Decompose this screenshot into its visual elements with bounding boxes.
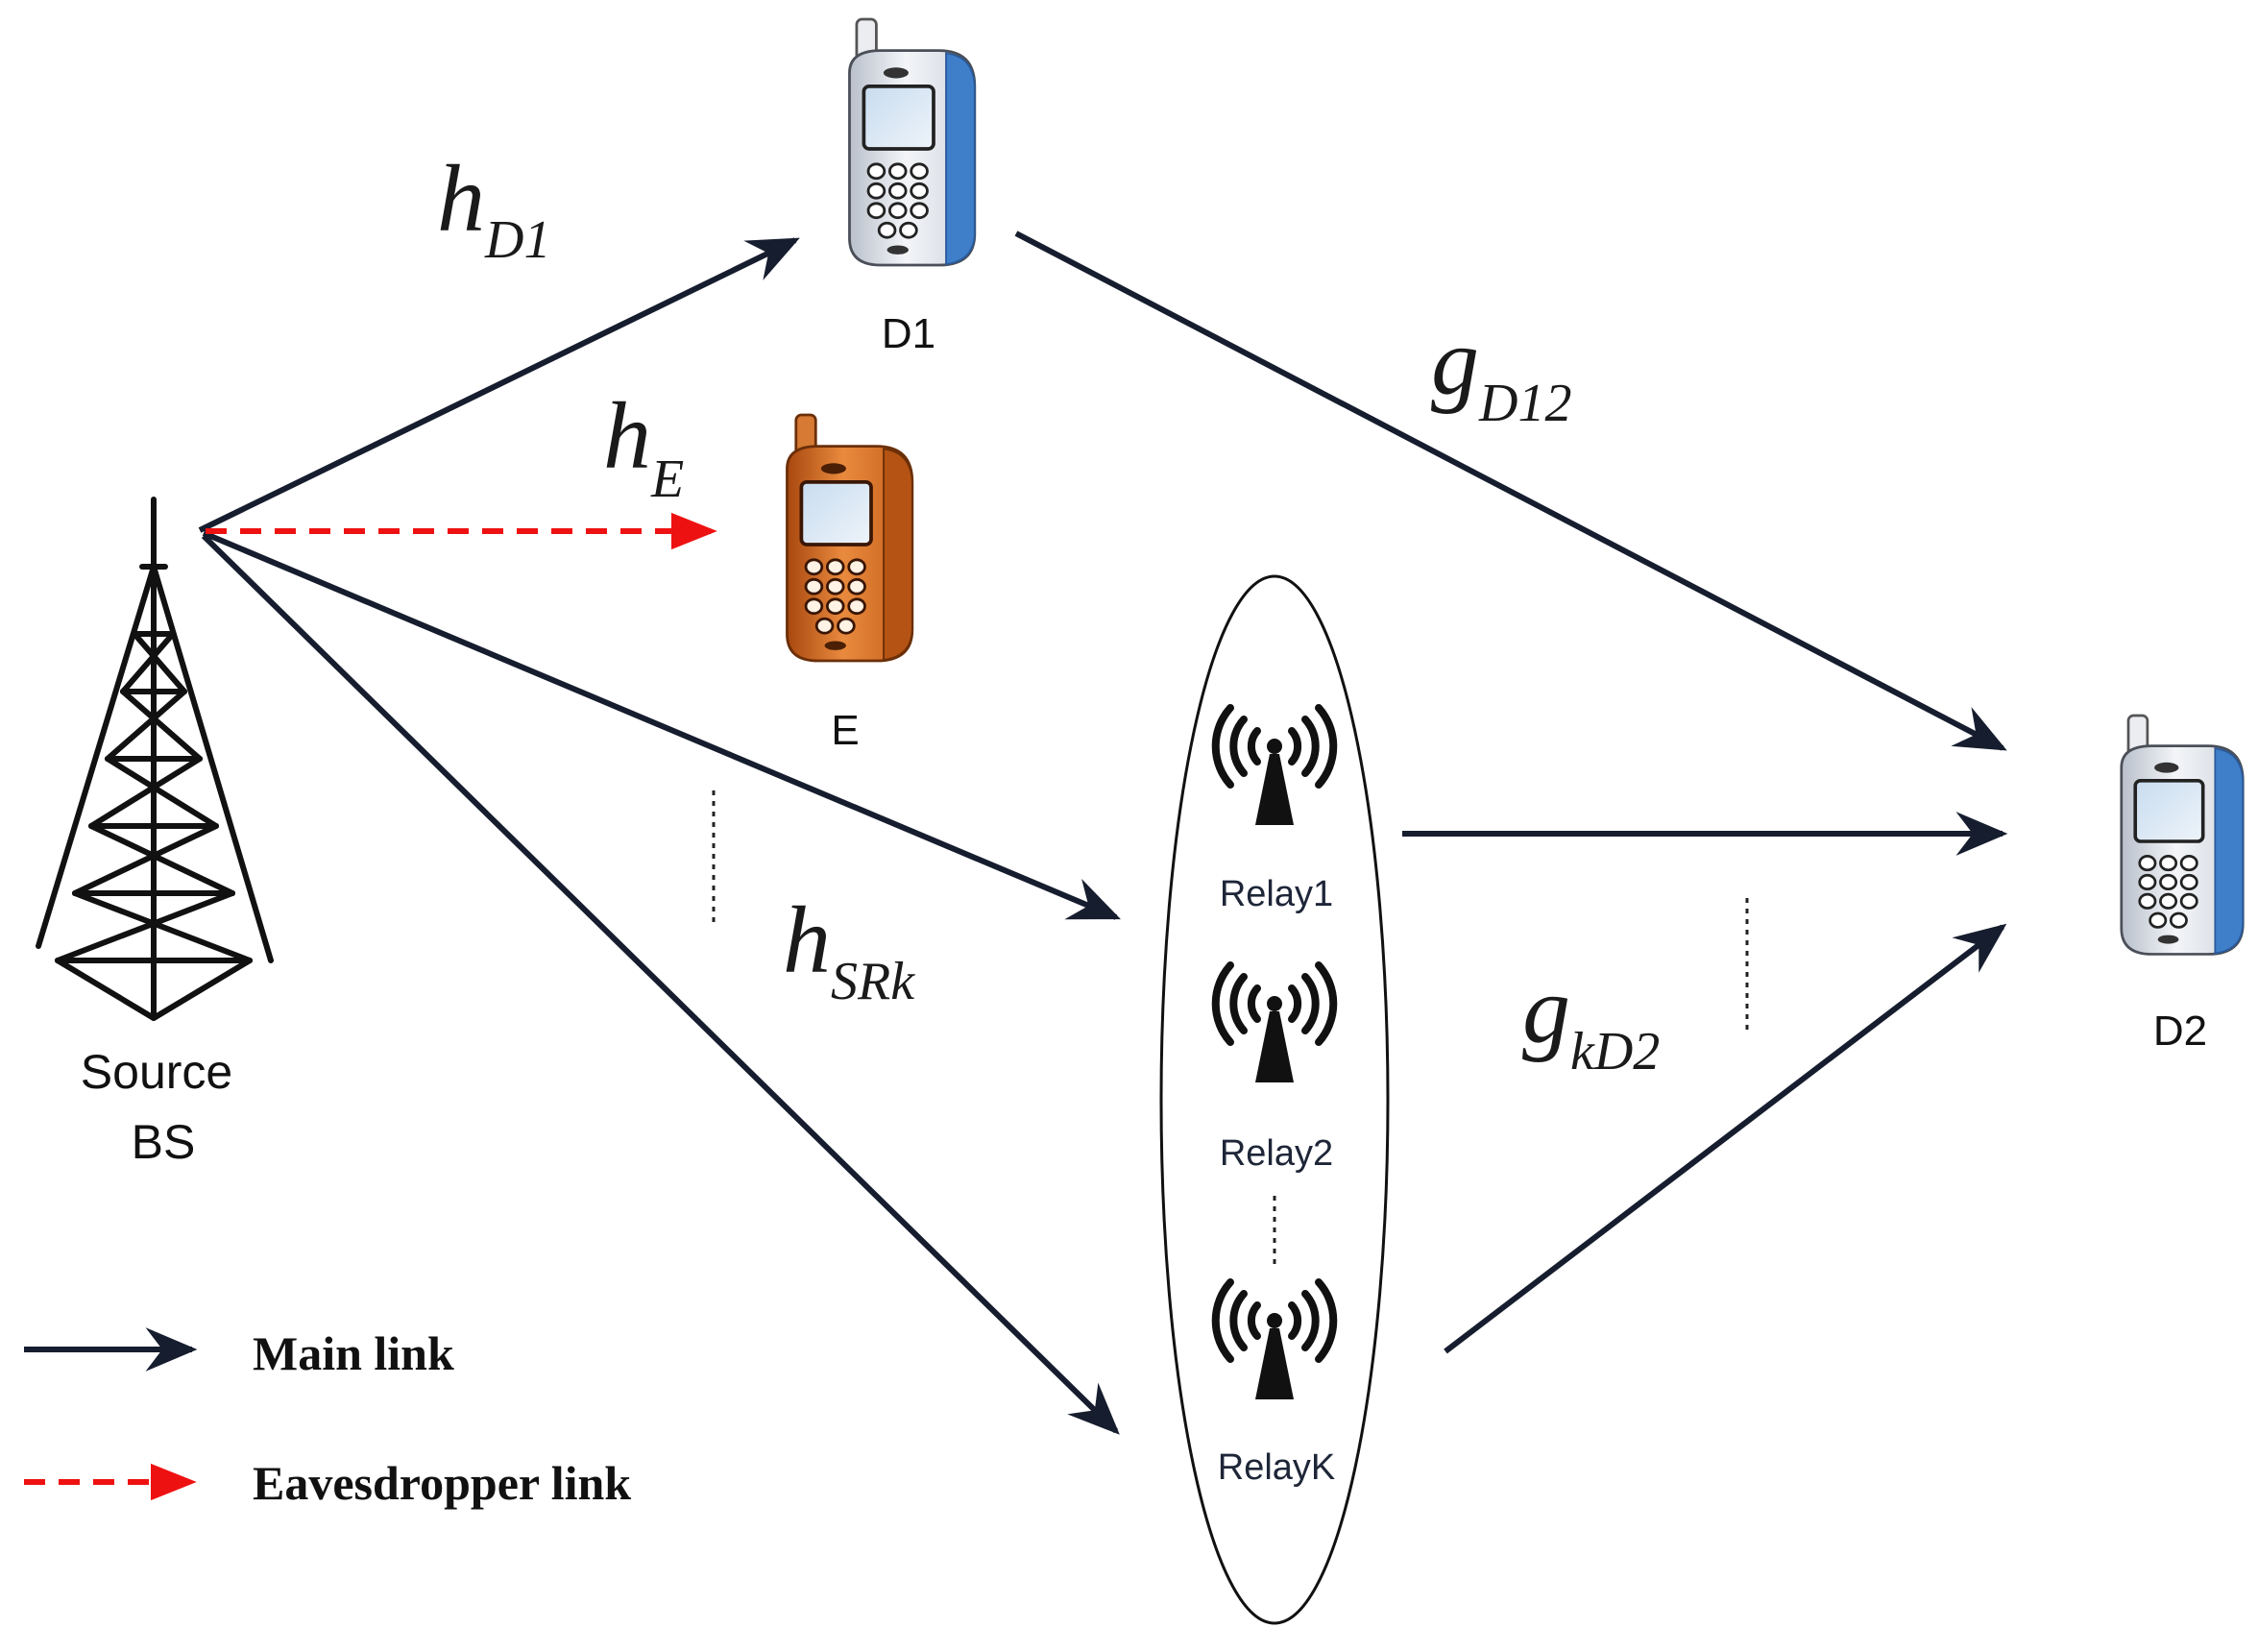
link-d1-to-d2 [1014,231,2007,751]
wireless-antenna-icon-relay2 [1216,965,1334,1082]
relay2-label: Relay2 [1220,1133,1333,1174]
legend: Main link Eavesdropper link [24,1326,631,1510]
channel-label-hE: hE [603,382,684,509]
legend-eavesdropper-link-label: Eavesdropper link [253,1456,631,1510]
main-links [198,231,2008,1435]
channel-label-gkD2: gkD2 [1522,957,1660,1081]
link-source-to-relayk [201,533,1120,1435]
cell-tower-icon [36,497,274,1021]
link-source-to-d1 [198,237,800,533]
d1-label: D1 [882,310,935,357]
relay1-label: Relay1 [1220,874,1333,914]
channel-label-hSRk: hSRk [783,887,915,1011]
eve-label: E [831,707,859,754]
mobile-phone-icon-d1 [847,17,977,268]
link-source-to-relay1 [202,530,1121,920]
channel-label-gD12: gD12 [1431,308,1571,433]
mobile-phone-icon-d2 [2119,714,2246,957]
wireless-antenna-icon-relayk [1216,1282,1334,1399]
d2-label: D2 [2153,1008,2207,1055]
link-relayk-to-d2 [1444,923,2007,1354]
source-label-line1: Source [81,1045,232,1099]
eavesdropper-phone-icon [785,413,914,664]
wireless-antenna-icon-relay1 [1216,708,1334,825]
channel-label-hD1: hD1 [437,145,550,270]
relay-cluster-ellipse [1159,574,1390,1625]
relayk-label: RelayK [1218,1447,1336,1488]
legend-main-link-label: Main link [253,1326,454,1380]
source-label-line2: BS [132,1115,196,1169]
